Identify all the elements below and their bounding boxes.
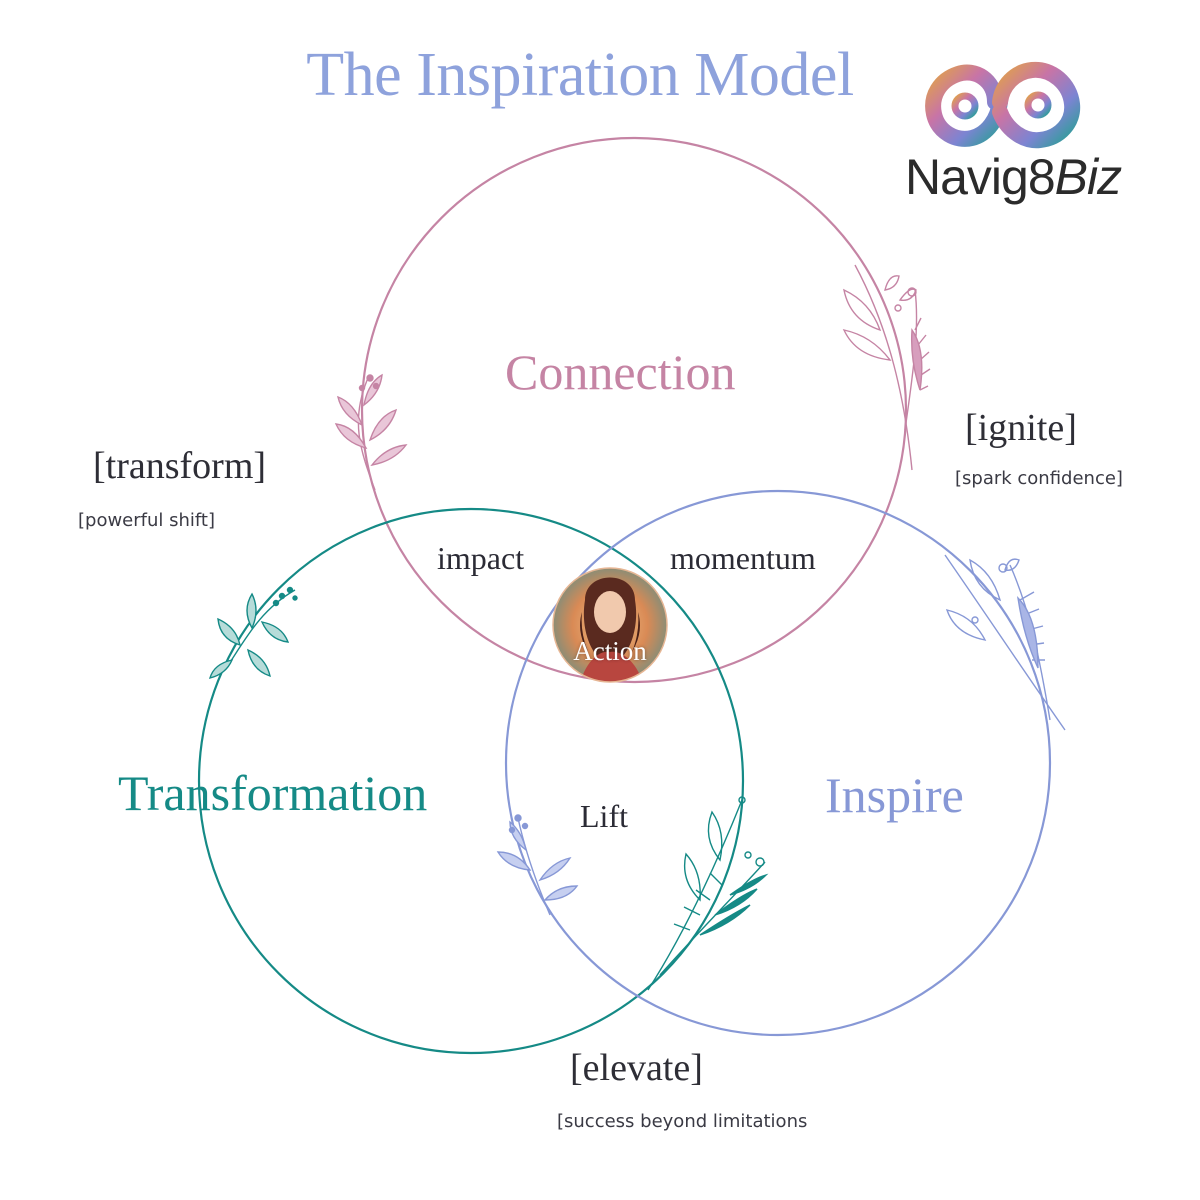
action-label: Action bbox=[573, 636, 647, 666]
brand-name: Navig8Biz bbox=[905, 148, 1122, 206]
leaf-sprig-icon bbox=[647, 796, 769, 991]
keyword-transform: [transform] bbox=[93, 445, 267, 487]
infinity-rings-icon bbox=[925, 61, 1081, 149]
overlap-impact-label: impact bbox=[437, 540, 525, 576]
page-title: The Inspiration Model bbox=[306, 41, 854, 109]
action-portrait bbox=[553, 568, 667, 682]
connection-circle bbox=[360, 136, 908, 684]
leaf-sprig-icon bbox=[842, 264, 931, 471]
leaf-sprig-icon bbox=[944, 554, 1066, 731]
caption-elevate: [success beyond limitations bbox=[557, 1111, 808, 1132]
brand-name-main: Navig8 bbox=[905, 149, 1056, 205]
brand-name-italic: Biz bbox=[1054, 149, 1122, 205]
transformation-circle bbox=[197, 507, 745, 1055]
leaf-sprig-icon bbox=[208, 586, 298, 679]
overlap-momentum-label: momentum bbox=[670, 540, 816, 576]
leaf-sprig-icon bbox=[496, 814, 579, 916]
caption-ignite: [spark confidence] bbox=[955, 468, 1123, 489]
caption-transform: [powerful shift] bbox=[78, 510, 216, 531]
leaf-sprig-icon bbox=[334, 373, 408, 491]
transformation-label: Transformation bbox=[118, 765, 428, 821]
keyword-ignite: [ignite] bbox=[965, 407, 1077, 449]
keyword-elevate: [elevate] bbox=[570, 1047, 703, 1089]
connection-label: Connection bbox=[505, 344, 736, 400]
inspire-circle bbox=[504, 489, 1052, 1037]
overlap-lift-label: Lift bbox=[580, 798, 628, 834]
inspire-label: Inspire bbox=[825, 767, 964, 823]
